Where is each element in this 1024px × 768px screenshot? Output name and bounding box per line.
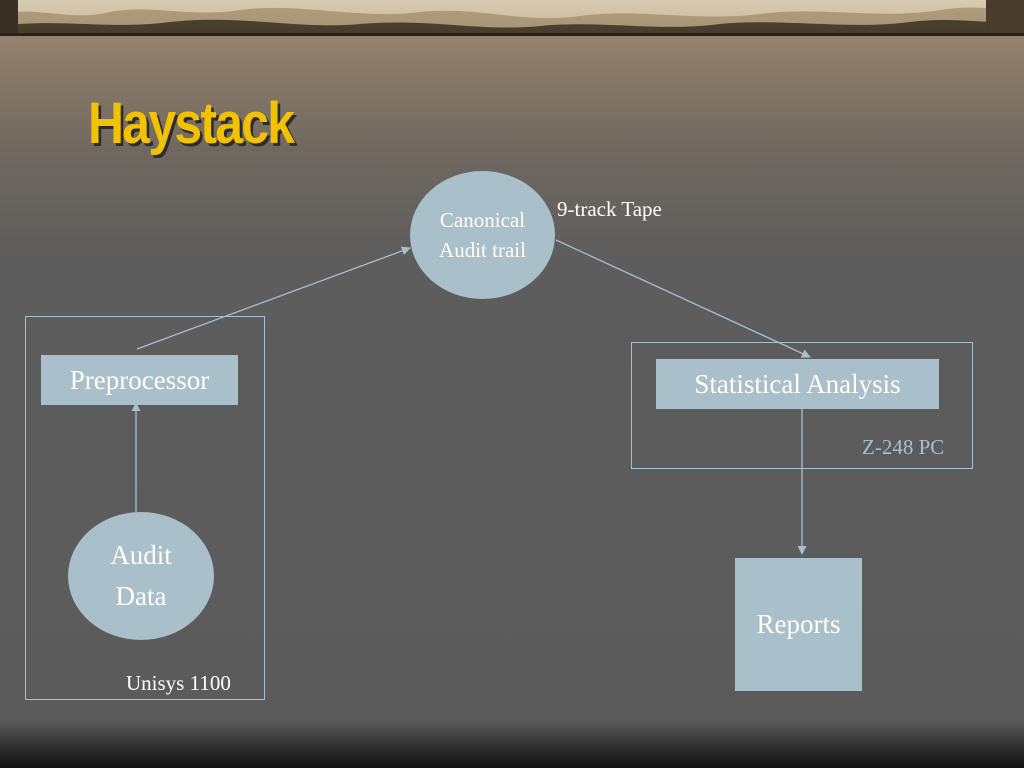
audit-data-line2: Data [116,576,167,617]
unisys-host-label: Unisys 1100 [126,673,231,694]
statistical-analysis-label: Statistical Analysis [694,369,900,400]
canonical-audit-trail-line2: Audit trail [439,235,526,265]
preprocessor-node: Preprocessor [41,355,238,405]
preprocessor-to-canonical-arrow [137,248,410,349]
statistical-analysis-node: Statistical Analysis [656,359,939,409]
canonical-audit-trail-line1: Canonical [440,205,525,235]
preprocessor-label: Preprocessor [70,365,209,396]
reports-node: Reports [735,558,862,691]
audit-data-line1: Audit [110,535,172,576]
canonical-audit-trail-node: Canonical Audit trail [410,171,555,299]
audit-data-node: Audit Data [68,512,214,640]
reports-label: Reports [757,609,841,640]
tape-label: 9-track Tape [557,199,662,220]
pc-host-label: Z-248 PC [862,437,944,458]
canonical-to-statistical-arrow [556,240,810,357]
